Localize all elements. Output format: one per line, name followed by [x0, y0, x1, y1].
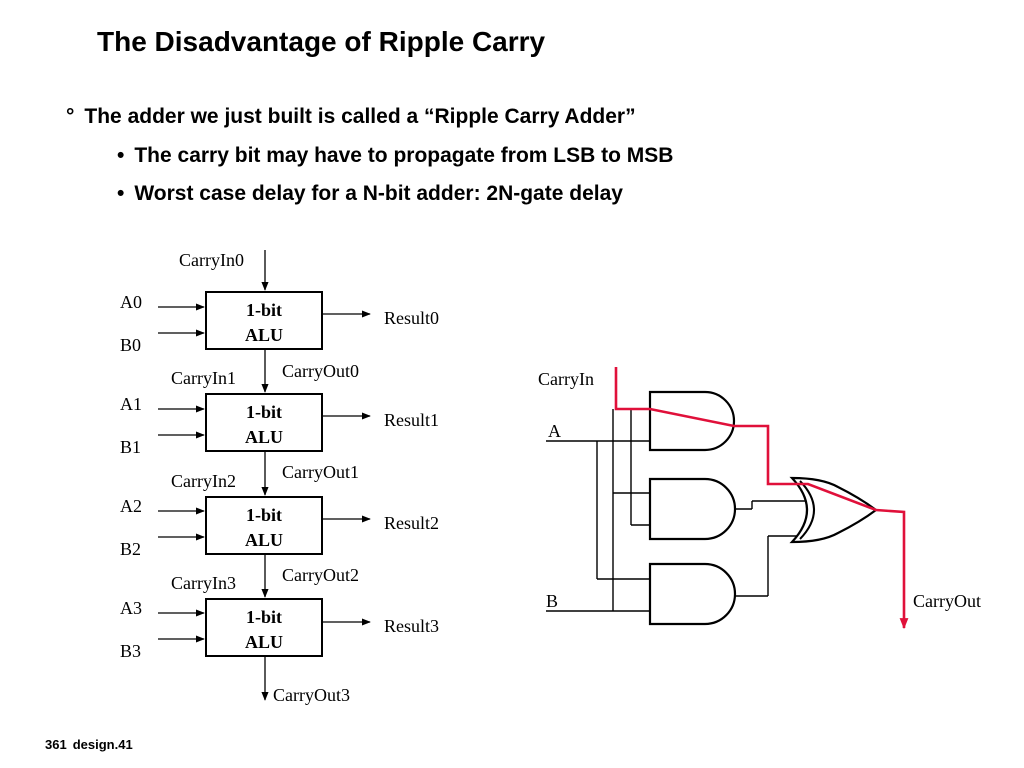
- alu-box-1: [205, 393, 323, 452]
- b1-label: B1: [120, 437, 141, 457]
- bullet-2: • The carry bit may have to propagate fro…: [117, 144, 673, 168]
- or-gate-back-curve: [799, 480, 815, 540]
- alu-label-line1: 1-bit: [246, 505, 282, 525]
- alu-stage-0: A0 B0 1-bit ALU Result0 CarryOut0 CarryI…: [120, 291, 439, 393]
- result2-label: Result2: [384, 513, 439, 533]
- b2-label: B2: [120, 539, 141, 559]
- alu-box-3: [205, 598, 323, 657]
- b-input-label: B: [546, 591, 558, 611]
- footer-label: design.41: [72, 737, 133, 752]
- alu-label-line1: 1-bit: [246, 402, 282, 422]
- carry-out1-label: CarryOut1: [282, 462, 359, 482]
- critical-carry-path: [614, 367, 909, 630]
- alu-label-line2: ALU: [245, 325, 283, 345]
- bullet-marker: •: [117, 182, 125, 205]
- and-gate-2: [648, 477, 737, 541]
- result0-label: Result0: [384, 308, 439, 328]
- or-gate: [789, 476, 878, 544]
- a-input-label: A: [548, 421, 561, 441]
- carry-out2-label: CarryOut2: [282, 565, 359, 585]
- alu-label-line2: ALU: [245, 530, 283, 550]
- carry-in0-label: CarryIn0: [179, 250, 244, 270]
- a2-label: A2: [120, 496, 142, 516]
- slide-footer: 361 design.41: [45, 737, 133, 752]
- carry-in1-label: CarryIn1: [171, 368, 236, 388]
- alu-label-line2: ALU: [245, 632, 283, 652]
- bullet-text: Worst case delay for a N-bit adder: 2N-g…: [134, 182, 623, 205]
- carry-out-label: CarryOut: [913, 591, 981, 611]
- alu-box-2: [205, 496, 323, 555]
- a1-label: A1: [120, 394, 142, 414]
- alu-label-line1: 1-bit: [246, 300, 282, 320]
- a0-label: A0: [120, 292, 142, 312]
- and-gate-1: [648, 390, 736, 452]
- gate-wiring: [546, 409, 808, 612]
- slide-title: The Disadvantage of Ripple Carry: [97, 26, 546, 57]
- bullet-3: • Worst case delay for a N-bit adder: 2N-…: [117, 182, 623, 206]
- page-number: 361: [45, 737, 67, 752]
- alu-stage-3: A3 B3 1-bit ALU Result3: [120, 598, 439, 701]
- alu-box-0: [205, 291, 323, 350]
- carry-out0-label: CarryOut0: [282, 361, 359, 381]
- b3-label: B3: [120, 641, 141, 661]
- alu-label-line1: 1-bit: [246, 607, 282, 627]
- carry-in-label: CarryIn: [538, 369, 594, 389]
- result1-label: Result1: [384, 410, 439, 430]
- carry-in3-label: CarryIn3: [171, 573, 236, 593]
- result3-label: Result3: [384, 616, 439, 636]
- bullet-marker: °: [66, 105, 75, 128]
- b0-label: B0: [120, 335, 141, 355]
- bullet-text: The adder we just built is called a “Rip…: [84, 105, 636, 128]
- a3-label: A3: [120, 598, 142, 618]
- carry-logic-diagram: CarryIn A B CarryOut: [538, 367, 981, 630]
- alu-stage-2: A2 B2 1-bit ALU Result2 CarryOut2 CarryI…: [120, 496, 439, 598]
- bullet-marker: •: [117, 144, 125, 167]
- bullet-1: ° The adder we just built is called a “Ri…: [66, 105, 636, 129]
- carry-in2-label: CarryIn2: [171, 471, 236, 491]
- alu-label-line2: ALU: [245, 427, 283, 447]
- alu-stage-1: A1 B1 1-bit ALU Result1 CarryOut1 CarryI…: [120, 393, 439, 496]
- and-gate-3: [648, 562, 737, 626]
- bullet-text: The carry bit may have to propagate from…: [134, 144, 674, 167]
- carry-out3-label: CarryOut3: [273, 685, 350, 705]
- ripple-carry-chain: CarryIn0 A0 B0 1-bit ALU Result0 CarryOu…: [120, 250, 439, 705]
